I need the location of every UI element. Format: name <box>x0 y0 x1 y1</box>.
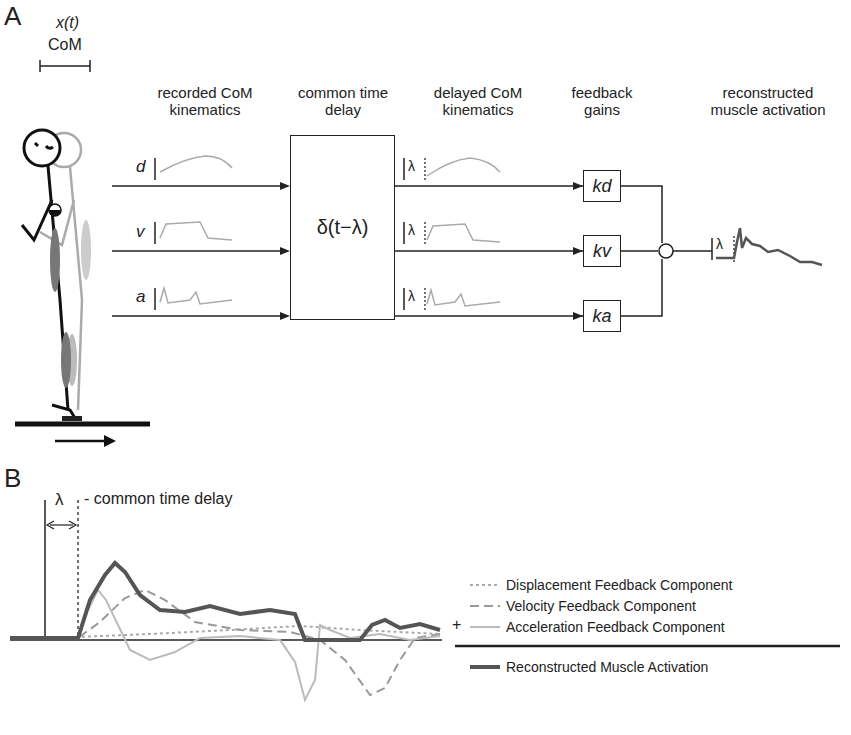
connector <box>395 247 583 255</box>
black-figure <box>22 130 75 418</box>
platform <box>15 422 150 427</box>
connector <box>395 182 583 190</box>
legend-text: Velocity Feedback Component <box>506 598 696 614</box>
label: + <box>452 616 461 634</box>
legend-text: Displacement Feedback Component <box>506 577 732 593</box>
platform-arrowhead <box>104 435 116 447</box>
label: reconstructed muscle activation <box>703 84 833 119</box>
node-text: δ(t−λ) <box>317 216 369 239</box>
reconstructed-trace <box>10 563 440 640</box>
legend-text: Reconstructed Muscle Activation <box>506 659 708 675</box>
label: common time delay <box>293 84 393 119</box>
recorded-traces <box>155 156 232 310</box>
grey-figure <box>40 133 91 410</box>
acceleration-trace <box>10 590 440 700</box>
gain-box: kd <box>583 170 621 202</box>
label: delayed CoM kinematics <box>423 84 533 119</box>
label: λ <box>408 288 415 304</box>
label: CoM <box>48 36 82 54</box>
delayed-traces <box>404 158 500 312</box>
label: d <box>136 157 145 177</box>
label: λ <box>408 222 415 238</box>
delay-marker <box>45 500 78 640</box>
muscle <box>50 228 60 292</box>
node-text: ka <box>592 306 611 327</box>
output-trace <box>712 228 822 265</box>
label: λ <box>716 236 723 252</box>
label: feedback gains <box>557 84 647 119</box>
velocity-trace <box>10 590 440 695</box>
input-lines <box>112 186 284 316</box>
label: λ <box>408 158 415 174</box>
label: λ <box>55 490 64 510</box>
label: x(t) <box>56 14 79 32</box>
label: - common time delay <box>84 490 233 508</box>
gain-box: ka <box>583 300 621 332</box>
label: v <box>136 222 145 242</box>
label: recorded CoM kinematics <box>145 84 265 119</box>
label: A <box>4 2 21 32</box>
delay-box: δ(t−λ) <box>290 135 395 320</box>
foot-plate <box>62 416 82 421</box>
label: a <box>136 287 145 307</box>
gain-box: kv <box>583 235 621 267</box>
platform-arrow <box>55 440 112 443</box>
legend-samples <box>455 585 840 667</box>
muscle <box>61 332 71 388</box>
node-text: kv <box>593 241 611 262</box>
label: B <box>4 464 21 494</box>
legend-text: Acceleration Feedback Component <box>506 619 725 635</box>
input-arrowheads <box>280 182 290 320</box>
node-text: kd <box>592 176 611 197</box>
com-bracket <box>40 60 90 72</box>
sum-wires <box>621 186 712 316</box>
connector <box>395 312 583 320</box>
